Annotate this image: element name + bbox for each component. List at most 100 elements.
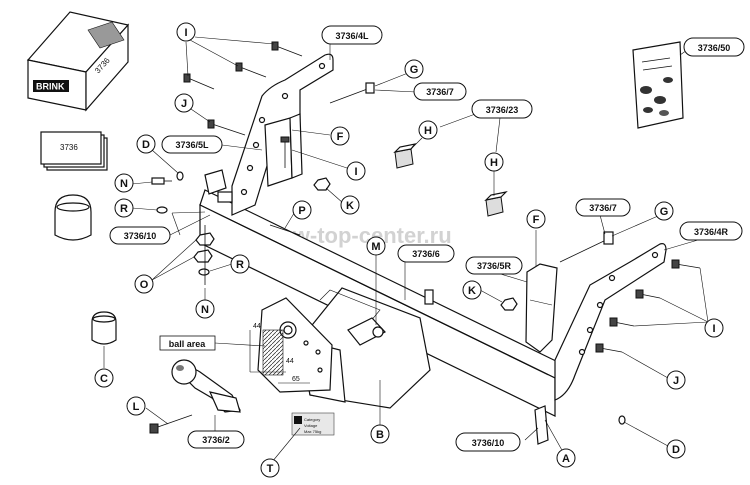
instruction-manual: 3736 <box>40 131 108 171</box>
callout-J-right-text: J <box>673 375 679 387</box>
label-3736-2: 3736/2 <box>187 430 245 449</box>
callout-N-bottom: N <box>195 299 215 319</box>
left-clamp-plate <box>264 113 303 187</box>
dimension-44-side: 44 <box>286 358 294 365</box>
callout-A-text: A <box>562 453 570 465</box>
callout-G-right: G <box>654 201 674 221</box>
sticker-line-1: Category <box>304 417 320 422</box>
warning-sticker: Category Voltage Max 75kg <box>291 412 335 436</box>
callout-F-left: F <box>330 126 350 146</box>
right-side-bracket <box>554 243 667 401</box>
callout-N-bottom-text: N <box>201 304 209 316</box>
rubber-cap-lower <box>484 191 508 217</box>
callout-B-text: B <box>376 429 384 441</box>
callout-I-right: I <box>704 318 724 338</box>
callout-I-right-text: I <box>712 323 715 335</box>
leader-lines <box>103 36 709 463</box>
label-3736-4L: 3736/4L <box>321 25 383 45</box>
rubber-cap-upper <box>393 143 417 169</box>
callout-D-left-text: D <box>142 139 150 151</box>
callout-R-bottom-text: R <box>236 259 244 271</box>
callout-K-left: K <box>340 195 360 215</box>
callout-C: C <box>94 368 114 388</box>
callout-D-left: D <box>136 134 156 154</box>
callout-J-top: J <box>174 93 194 113</box>
callout-J-right: J <box>666 370 686 390</box>
sticker-line-3: Max 75kg <box>304 429 321 434</box>
callout-O: O <box>134 274 154 294</box>
box-brand-text: BRINK <box>36 82 65 92</box>
callout-M-text: M <box>371 241 380 253</box>
dimension-65: 65 <box>292 376 300 383</box>
label-3736-50-text: 3736/50 <box>698 43 731 53</box>
callout-I-mid: I <box>346 161 366 181</box>
callout-H-lower-text: H <box>490 157 498 169</box>
label-3736-7-right: 3736/7 <box>575 198 631 217</box>
callout-N-top: N <box>114 173 134 193</box>
callout-R-top-text: R <box>120 203 128 215</box>
label-3736-2-text: 3736/2 <box>202 435 230 445</box>
callout-A: A <box>556 448 576 468</box>
callout-C-text: C <box>100 373 108 385</box>
callout-G-right-text: G <box>660 206 669 218</box>
label-3736-10-left-text: 3736/10 <box>124 231 157 241</box>
callout-G-top: G <box>404 59 424 79</box>
ball-cover-small <box>91 311 117 345</box>
callout-M: M <box>366 236 386 256</box>
label-3736-7-top-text: 3736/7 <box>426 87 454 97</box>
callout-K-right: K <box>462 280 482 300</box>
callout-R-bottom: R <box>230 254 250 274</box>
callout-H-lower: H <box>484 152 504 172</box>
callout-F-left-text: F <box>337 131 344 143</box>
label-3736-5L: 3736/5L <box>161 135 223 154</box>
left-side-bracket <box>231 53 334 216</box>
callout-H-upper-text: H <box>424 125 432 137</box>
callout-I-top-text: I <box>184 27 187 39</box>
left-spacer-plate <box>204 169 227 195</box>
sticker-line-2: Voltage <box>304 423 318 428</box>
ball-cover-large <box>54 194 92 241</box>
callout-D-right: D <box>666 439 686 459</box>
right-clamp-plate <box>525 263 558 353</box>
label-3736-5R: 3736/5R <box>465 256 523 275</box>
callout-B: B <box>370 424 390 444</box>
callout-T-text: T <box>267 463 274 475</box>
ball-area-text: ball area <box>169 339 207 349</box>
callout-K-right-text: K <box>468 285 476 297</box>
callout-J-top-text: J <box>181 98 187 110</box>
dimension-44-top: 44 <box>253 323 261 330</box>
label-3736-6: 3736/6 <box>397 244 455 263</box>
label-3736-10-left: 3736/10 <box>109 226 171 245</box>
hardware-bag <box>632 41 684 129</box>
product-box: BRINK 3736 <box>26 11 130 112</box>
label-3736-10-right: 3736/10 <box>455 432 521 452</box>
callout-I-mid-text: I <box>354 166 357 178</box>
label-3736-4R-text: 3736/4R <box>694 227 729 237</box>
ball-area-zone <box>249 329 310 384</box>
callout-G-top-text: G <box>410 64 419 76</box>
label-3736-23: 3736/23 <box>471 99 533 119</box>
label-3736-4L-text: 3736/4L <box>335 31 369 41</box>
callout-F-right: F <box>526 209 546 229</box>
label-3736-50: 3736/50 <box>683 37 745 57</box>
label-3736-4R: 3736/4R <box>679 221 743 241</box>
callout-L-text: L <box>133 401 140 413</box>
callout-F-right-text: F <box>533 214 540 226</box>
label-3736-23-text: 3736/23 <box>486 105 519 115</box>
manual-number-text: 3736 <box>60 143 78 152</box>
tow-ball-neck <box>171 359 241 413</box>
callout-P: P <box>292 200 312 220</box>
callout-L: L <box>126 396 146 416</box>
callout-O-text: O <box>140 279 149 291</box>
callout-T: T <box>260 458 280 478</box>
callout-P-text: P <box>298 205 305 217</box>
label-3736-10-right-text: 3736/10 <box>472 438 505 448</box>
callout-K-left-text: K <box>346 200 354 212</box>
callout-N-top-text: N <box>120 178 128 190</box>
callout-I-top: I <box>176 22 196 42</box>
label-3736-7-top: 3736/7 <box>413 82 467 101</box>
callout-D-right-text: D <box>672 444 680 456</box>
label-3736-5R-text: 3736/5R <box>477 261 512 271</box>
